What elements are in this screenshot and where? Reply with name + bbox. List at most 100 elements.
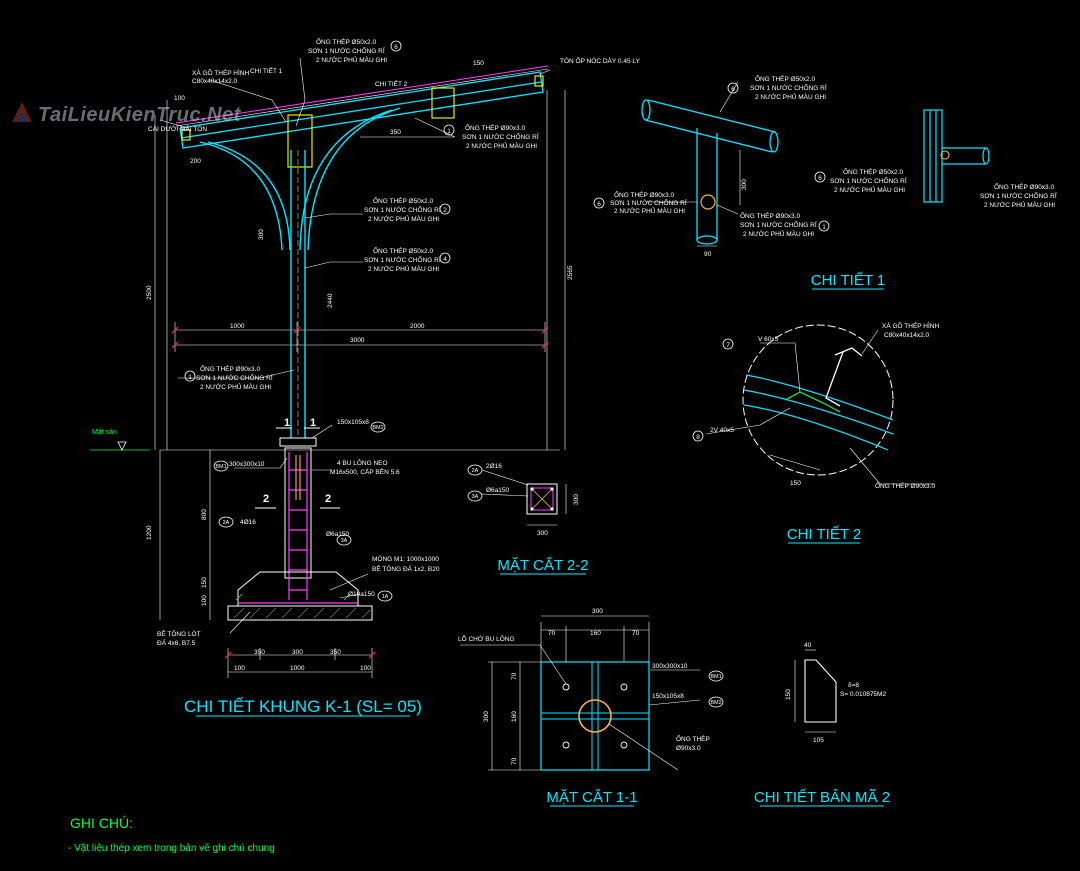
- dim-100-foot: 100: [201, 595, 208, 606]
- section-mark-2-right: 2: [325, 493, 331, 505]
- label-footing-1: MÓNG M1: 1000x1000: [372, 554, 439, 563]
- d1-side-paint2b: 2 NƯỚC PHỦ MÀU GHI: [984, 200, 1055, 209]
- detail-2: XÀ GỒ THÉP HÌNH C80x40x14x2.0 V 60x5 2V …: [692, 320, 939, 544]
- label-lean-2: ĐÁ 4x6, B7.5: [157, 638, 196, 647]
- p2-dim40: 40: [804, 642, 812, 649]
- badge-2-mid: 2: [443, 207, 447, 214]
- dim-3000: 3000: [350, 337, 365, 344]
- dim-2000: 2000: [410, 323, 425, 330]
- title-section-2-2: MẶT CẮT 2-2: [497, 556, 588, 574]
- p2-thick: δ=8: [848, 682, 859, 689]
- label-bolts-2: M16x500, CẤP BỀN 5.6: [330, 466, 400, 476]
- p2-dim105: 105: [813, 737, 824, 744]
- s11-pipe: ỐNG THÉP: [676, 733, 710, 743]
- s22-badge-2a: 2A: [472, 468, 479, 474]
- d1-paint2: 2 NƯỚC PHỦ MÀU GHI: [755, 92, 826, 101]
- d1-badge-6b: 6: [597, 201, 601, 208]
- dim-300-mid: 300: [292, 649, 303, 656]
- dim-100-base-right: 100: [360, 665, 371, 672]
- label-cai-duoi: CÀI DƯỚI MÁI TÔN: [148, 124, 207, 133]
- badge-bm2: BM2: [372, 425, 383, 431]
- d2-dim150: 150: [790, 480, 801, 487]
- d1-pipe90b: ỐNG THÉP Ø90x3.0: [740, 210, 800, 220]
- section-mark-1-left: 1: [284, 417, 290, 429]
- label-pipe50-low: ỐNG THÉP Ø50x2.0: [373, 245, 433, 255]
- dim-200: 200: [190, 158, 201, 165]
- dim-350-left: 350: [254, 649, 265, 656]
- dim-350: 350: [390, 129, 401, 136]
- d2-xa-go-size: C80x40x14x2.0: [884, 332, 930, 339]
- s11-dim70v-b: 70: [511, 757, 518, 765]
- s22-dim300v: 300: [573, 494, 580, 505]
- label-lean-1: BÊ TÔNG LÓT: [157, 629, 201, 638]
- dim-2500: 2500: [146, 285, 153, 300]
- d2-badge-8: 8: [696, 434, 700, 441]
- d1-side-paint2: 2 NƯỚC PHỦ MÀU GHI: [834, 185, 905, 194]
- label-pipe50-top: ỐNG THÉP Ø50x2.0: [316, 36, 376, 46]
- s11-badge-bm2: BM2: [710, 700, 721, 706]
- d2-xa-go: XÀ GỒ THÉP HÌNH: [882, 320, 939, 330]
- section-2-2: 2Ø16 Ø6a150 300 300 2A 3A MẶT CẮT 2-2: [467, 463, 589, 575]
- label-bolts-1: 4 BU LÔNG NEO: [337, 458, 388, 467]
- badge-2a: 2A: [223, 520, 230, 526]
- d1-pipe50: ỐNG THÉP Ø50x2.0: [755, 73, 815, 83]
- dim-2440: 2440: [327, 293, 334, 308]
- d1-paint2b: 2 NƯỚC PHỦ MÀU GHI: [614, 206, 685, 215]
- label-paint1-low: SƠN 1 NƯỚC CHỐNG RỈ: [364, 254, 441, 264]
- s11-dim70v-a: 70: [511, 672, 518, 680]
- d2-badge-7: 7: [726, 342, 730, 349]
- frame-elevation: 1 1 2 2 XÀ GỒ THÉP HÌNH C80x40x14x2.0 CH…: [90, 36, 640, 717]
- badge-3a: 3A: [341, 538, 348, 544]
- label-rebar-4: 4Ø16: [240, 519, 256, 526]
- d1-badge-6: 6: [731, 86, 735, 93]
- d1-side-paint1: SƠN 1 NƯỚC CHỐNG RỈ: [830, 175, 907, 185]
- p2-area: S= 0.010875M2: [840, 691, 886, 698]
- label-plate-big: 300x300x10: [229, 461, 265, 468]
- d1-paint2c: 2 NƯỚC PHỦ MÀU GHI: [743, 229, 814, 238]
- dim-150-top: 150: [473, 60, 484, 67]
- dim-100-base-left: 100: [234, 665, 245, 672]
- label-paint2-top: 2 NƯỚC PHỦ MÀU GHI: [316, 55, 387, 64]
- s11-holes: LỖ CHỜ BU LÔNG: [458, 634, 515, 643]
- label-stirrup: Ø6a150: [326, 531, 350, 538]
- label-paint2-col: 2 NƯỚC PHỦ MÀU GHI: [200, 382, 271, 391]
- title-plate-2: CHI TIẾT BẢN MÃ 2: [754, 789, 890, 806]
- d1-badge-6c: 6: [818, 175, 822, 182]
- badge-1a: 1A: [382, 594, 389, 600]
- s22-dim300: 300: [537, 530, 548, 537]
- label-xa-go: XÀ GỒ THÉP HÌNH: [192, 67, 249, 77]
- section-mark-1-right: 1: [310, 417, 316, 429]
- s22-badge-3a: 3A: [472, 494, 479, 500]
- label-pipe90-right: ỐNG THÉP Ø90x3.0: [465, 122, 525, 132]
- d1-side-pipe50: ỐNG THÉP Ø50x2.0: [843, 166, 903, 176]
- s11-rib: 150x105x8: [652, 693, 684, 700]
- label-pipe50-mid: ỐNG THÉP Ø50x2.0: [373, 195, 433, 205]
- d1-side-paint1b: SƠN 1 NƯỚC CHỐNG RỈ: [980, 190, 1057, 200]
- s11-dim300: 300: [592, 608, 603, 615]
- label-paint2-right: 2 NƯỚC PHỦ MÀU GHI: [466, 141, 537, 150]
- d1-paint1c: SƠN 1 NƯỚC CHỐNG RỈ: [740, 219, 817, 229]
- badge-bm1: BM1: [215, 464, 226, 470]
- dim-1200: 1200: [146, 525, 153, 540]
- badge-1-col: 1: [188, 374, 192, 381]
- section-mark-2-left: 2: [263, 493, 269, 505]
- label-paint2-low: 2 NƯỚC PHỦ MÀU GHI: [368, 264, 439, 273]
- s11-dim70a: 70: [548, 630, 556, 637]
- label-ct2-ref: CHI TIẾT 2: [375, 78, 408, 88]
- dim-100-top: 100: [174, 95, 185, 102]
- s11-plate: 300x300x10: [652, 663, 688, 670]
- dim-1000: 1000: [230, 323, 245, 330]
- label-paint1-col: SƠN 1 NƯỚC CHỐNG RỈ: [196, 372, 273, 382]
- label-paint2-mid: 2 NƯỚC PHỦ MÀU GHI: [368, 214, 439, 223]
- title-frame: CHI TIẾT KHUNG K-1 (SL= 05): [184, 697, 422, 716]
- label-ct1-ref: CHI TIẾT 1: [250, 65, 283, 75]
- label-paint1-mid: SƠN 1 NƯỚC CHỐNG RỈ: [364, 204, 441, 214]
- badge-1-right: 1: [447, 128, 451, 135]
- d1-paint1: SƠN 1 NƯỚC CHỐNG RỈ: [750, 82, 827, 92]
- s11-pipe-size: Ø90x3.0: [676, 745, 701, 752]
- s11-dim70b: 70: [632, 630, 640, 637]
- title-section-1-1: MẶT CẮT 1-1: [546, 788, 637, 806]
- label-mesh: Ø10a150: [348, 591, 375, 598]
- label-paint1-right: SƠN 1 NƯỚC CHỐNG RỈ: [462, 131, 539, 141]
